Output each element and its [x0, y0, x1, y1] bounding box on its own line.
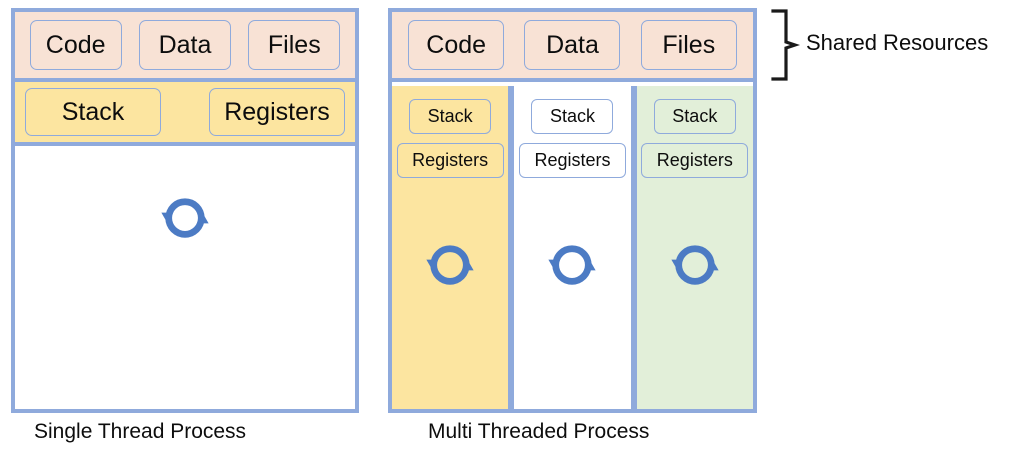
caption-text: Multi Threaded Process [428, 420, 650, 443]
resource-label: Data [158, 30, 212, 59]
multi-threaded-process-caption: Multi Threaded Process [428, 420, 649, 444]
resource-box-data[interactable]: Data [138, 20, 231, 70]
resource-box-code[interactable]: Code [408, 20, 505, 70]
resource-box-files[interactable]: Files [248, 20, 341, 70]
resource-box-code[interactable]: Code [29, 20, 122, 70]
private-box-registers[interactable]: Registers [209, 88, 345, 136]
thread-cycle-icon [423, 238, 477, 297]
shared-resources-text: Shared Resources [806, 30, 989, 55]
single-thread-body [15, 150, 355, 409]
single-private-resources-band: Stack Registers [15, 82, 355, 146]
shared-resources-label: Shared Resources [806, 30, 988, 56]
resource-box-data[interactable]: Data [524, 20, 621, 70]
resource-label: Code [426, 30, 487, 59]
thread-cycle-icon [158, 191, 212, 250]
resource-label: Files [662, 30, 716, 59]
thread-cycle-icon [668, 238, 722, 297]
private-box-stack[interactable]: Stack [25, 88, 161, 136]
thread-column-3: Stack Registers [633, 86, 753, 409]
resource-label: Data [546, 30, 599, 59]
thread-2-icon-wrap [514, 238, 630, 297]
resource-label: Files [267, 30, 321, 59]
multi-shared-resources-band: Code Data Files [392, 12, 753, 82]
single-thread-process-caption: Single Thread Process [34, 420, 246, 444]
thread-3-icon-wrap [637, 238, 753, 297]
right-curly-bracket-icon [770, 8, 801, 87]
multi-threaded-process: Code Data Files Stack Registers [388, 8, 757, 413]
single-thread-process: Code Data Files Stack Registers [11, 8, 359, 413]
thread-2-stack-box[interactable]: Stack [531, 99, 614, 134]
caption-text: Single Thread Process [34, 420, 247, 443]
private-label: Stack [61, 97, 125, 126]
resource-label: Code [45, 30, 106, 59]
thread-3-registers-box[interactable]: Registers [641, 143, 749, 178]
registers-label: Registers [656, 150, 733, 170]
stack-label: Stack [427, 106, 473, 126]
private-label: Registers [224, 97, 330, 126]
thread-3-stack-box[interactable]: Stack [653, 99, 736, 134]
thread-1-stack-box[interactable]: Stack [409, 99, 492, 134]
resource-box-files[interactable]: Files [640, 20, 737, 70]
thread-column-1: Stack Registers [392, 86, 512, 409]
single-shared-resources-band: Code Data Files [15, 12, 355, 82]
thread-1-registers-box[interactable]: Registers [396, 143, 504, 178]
stack-label: Stack [549, 106, 595, 126]
thread-1-icon-wrap [392, 238, 508, 297]
stack-label: Stack [672, 106, 718, 126]
registers-label: Registers [412, 150, 489, 170]
thread-cycle-icon [545, 238, 599, 297]
thread-2-registers-box[interactable]: Registers [518, 143, 626, 178]
thread-column-2: Stack Registers [511, 86, 634, 409]
thread-columns: Stack Registers [392, 86, 753, 409]
registers-label: Registers [534, 150, 611, 170]
